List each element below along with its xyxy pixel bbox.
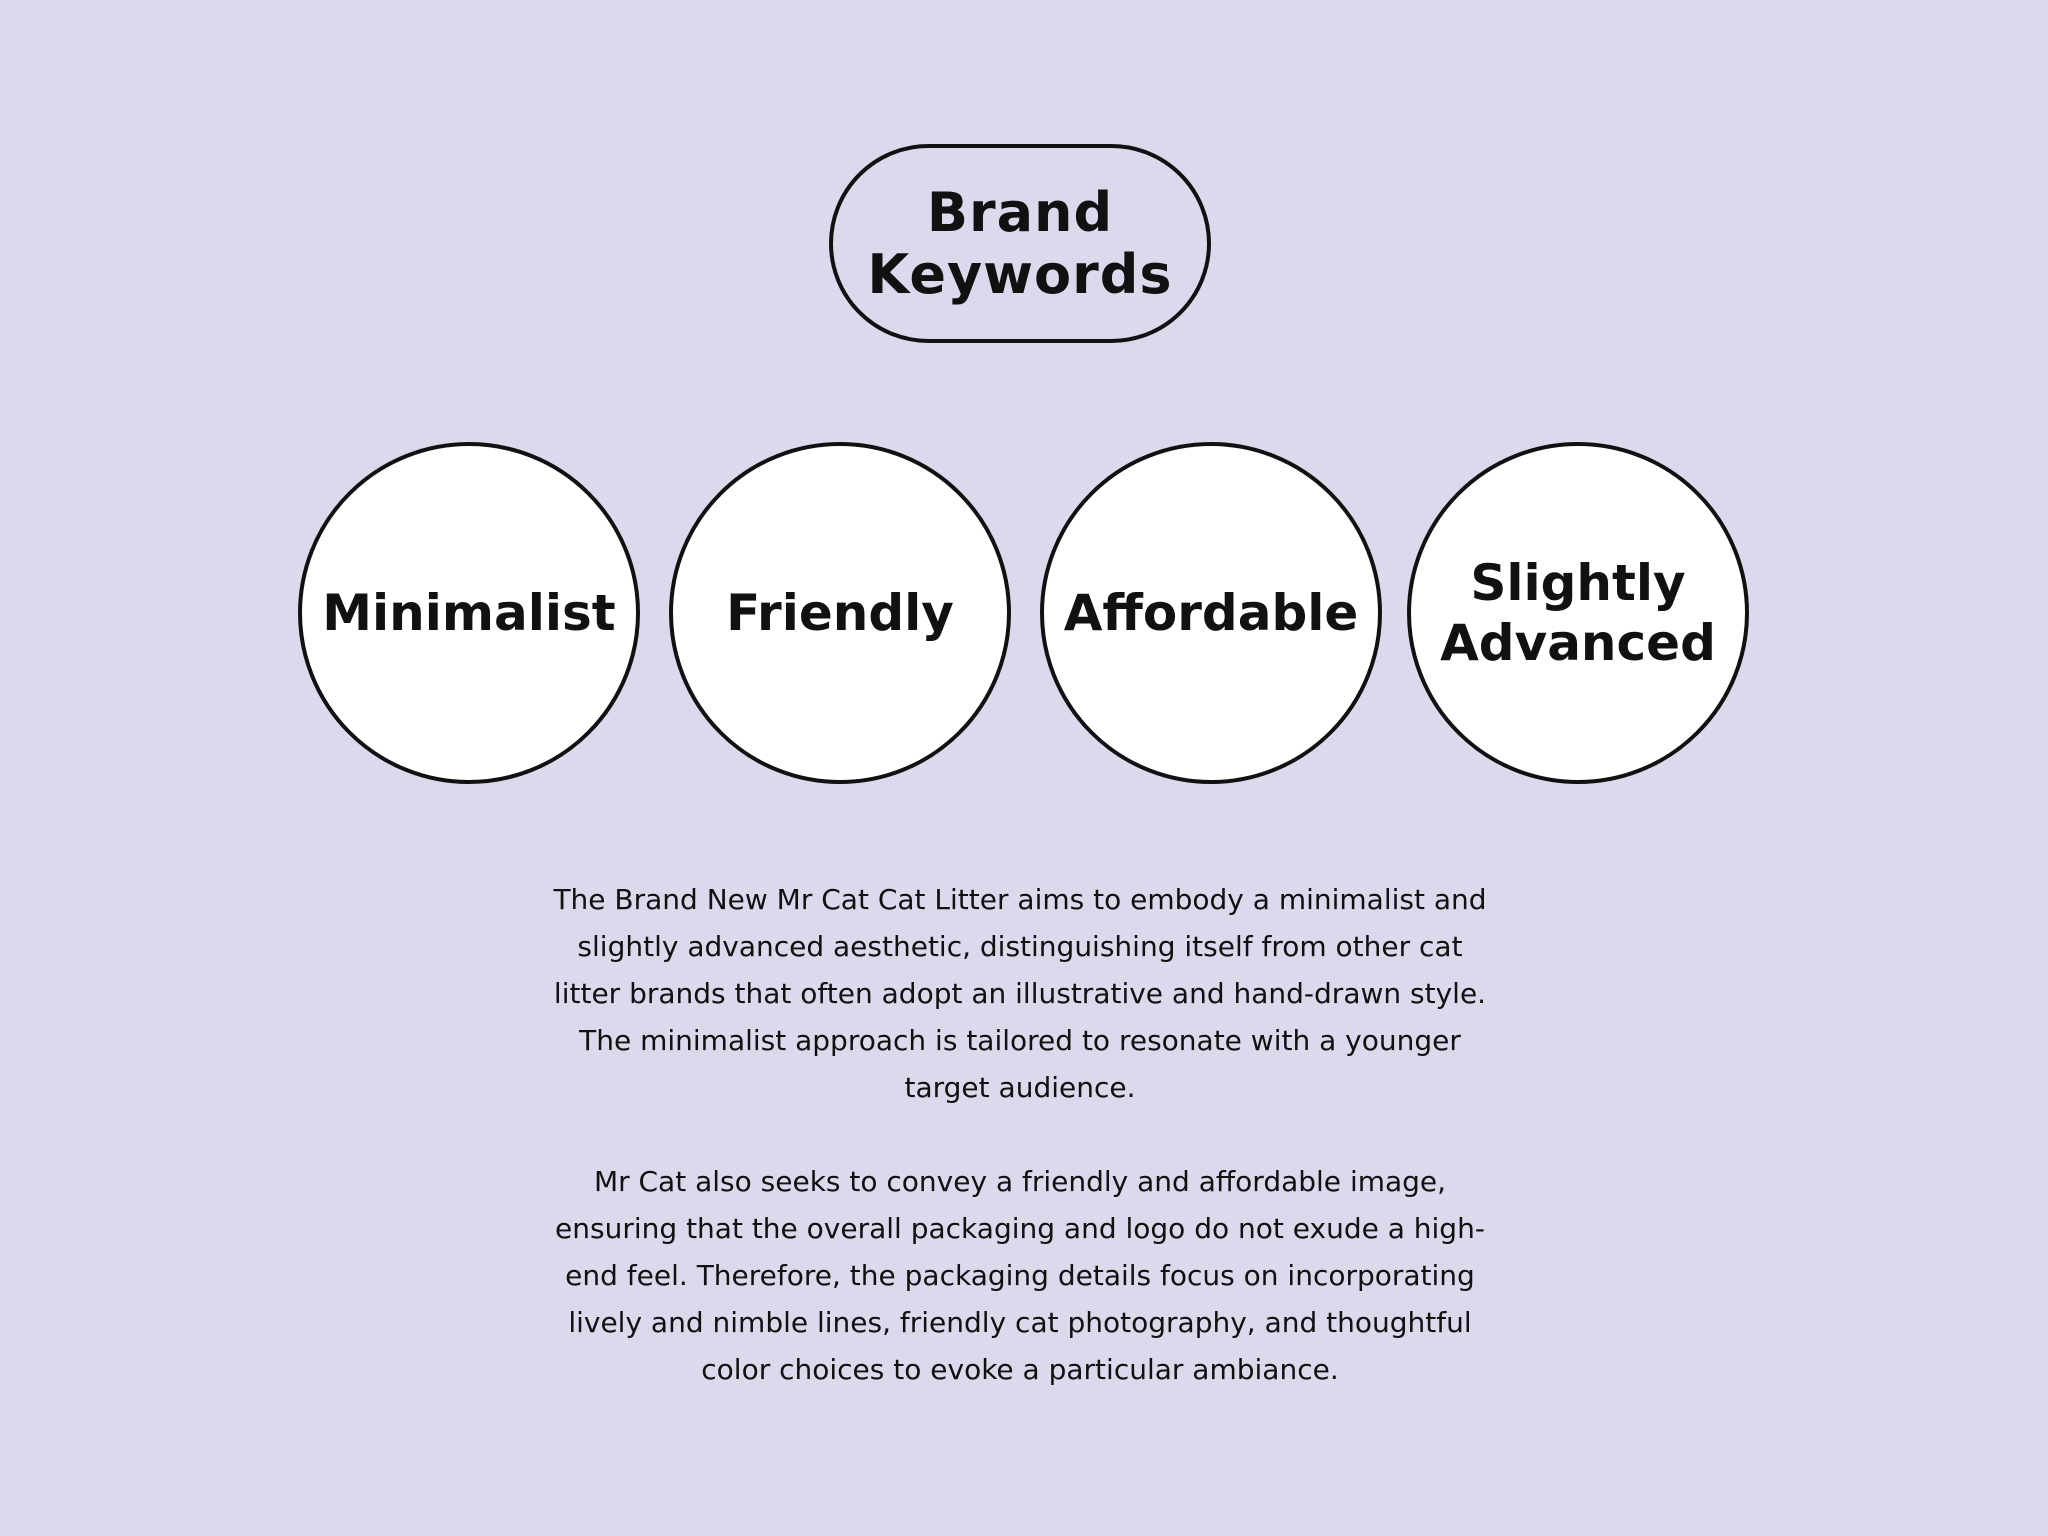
keyword-circle-friendly: Friendly — [669, 442, 1011, 784]
keyword-label: Affordable — [1063, 584, 1359, 642]
description-paragraph-1: The Brand New Mr Cat Cat Litter aims to … — [553, 883, 1487, 1104]
keyword-label: Slightly Advanced — [1440, 554, 1716, 672]
keyword-label: Minimalist — [322, 584, 616, 642]
keyword-circle-minimalist: Minimalist — [298, 442, 640, 784]
keyword-circle-slightly-advanced: Slightly Advanced — [1407, 442, 1749, 784]
description-paragraph-2: Mr Cat also seeks to convey a friendly a… — [555, 1165, 1485, 1386]
keyword-label: Friendly — [726, 584, 954, 642]
page-title: Brand Keywords — [867, 180, 1173, 306]
brand-description: The Brand New Mr Cat Cat Litter aims to … — [540, 876, 1500, 1393]
brand-keywords-title-pill: Brand Keywords — [829, 144, 1211, 343]
keyword-circle-affordable: Affordable — [1040, 442, 1382, 784]
